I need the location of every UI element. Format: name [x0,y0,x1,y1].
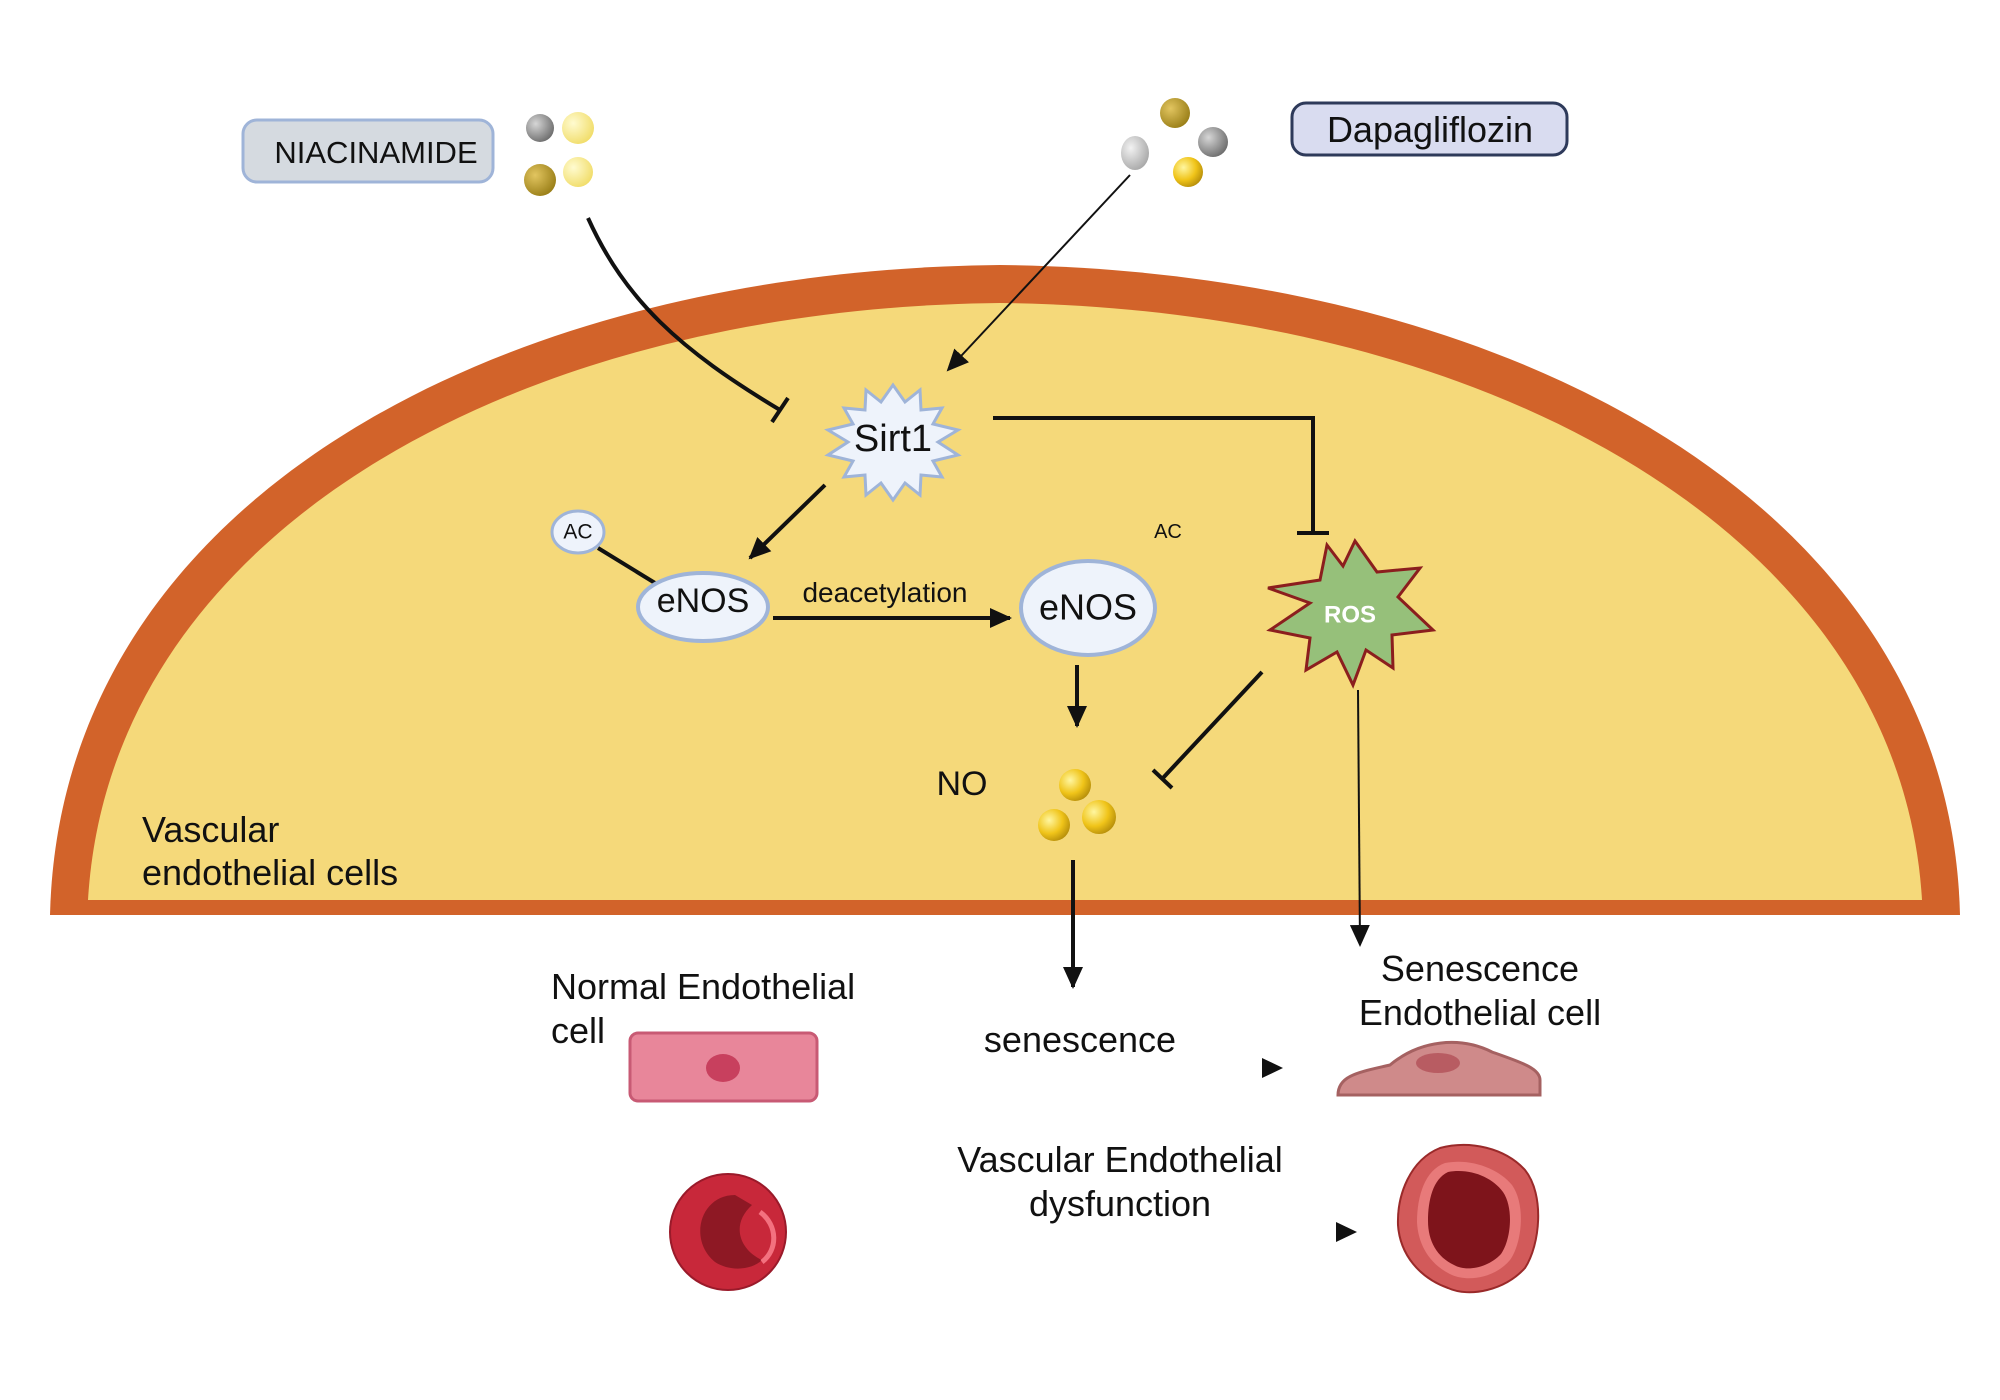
enos-deacetylated: eNOS [1019,559,1157,657]
ac-free-label: AC [1154,521,1182,543]
dapagliflozin-arrow [946,174,1131,372]
dysfunction-arrowhead [1336,1222,1357,1242]
dapagliflozin-box: Dapagliflozin [1290,101,1569,157]
normal-endothelial-cell-icon [628,1031,819,1103]
sirt1-ros-inhibition-line [993,416,1315,533]
sirt1-starburst-shape [824,382,962,503]
niacinamide-molecules [524,112,594,196]
senescence-label: senescence [984,1019,1176,1060]
ac-bond-line [596,546,657,585]
sirt1-node: Sirt1 [824,382,962,503]
cell-region-label-line1: Vascular [142,809,279,850]
ros-no-inhibition-bar [1151,768,1174,790]
enos-right-label: eNOS [1039,587,1137,628]
ac-bound-label: AC [563,521,592,544]
cell-region-label-line2: endothelial cells [142,852,398,893]
normal-cell-label-line1: Normal Endothelial [551,966,855,1007]
ros-label: ROS [1324,601,1376,628]
no-label: NO [937,765,988,803]
dysfunction-label-line1: Vascular Endothelial [957,1139,1283,1180]
niacinamide-label: NIACINAMIDE [274,135,477,170]
dysfunction-label-line2: dysfunction [1029,1183,1211,1224]
niacinamide-box: NIACINAMIDE [241,118,495,184]
senescence-cell-label-line1: Senescence [1381,948,1579,989]
enos-left-label: eNOS [657,582,750,620]
ros-starburst-shape [1266,538,1437,689]
senescence-arrowhead [1262,1058,1283,1078]
healthy-red-blood-cell-icon [669,1173,787,1291]
niacinamide-inhibition-line [586,217,782,412]
no-molecules [1038,769,1116,841]
deacetylation-label: deacetylation [802,577,967,608]
ac-bubble: AC [550,509,606,555]
niacinamide-inhibition-bar [770,396,790,424]
cell-cytoplasm [88,303,1922,900]
sirt1-to-enos-arrow [748,483,827,560]
sirt1-label: Sirt1 [854,418,932,460]
ros-no-inhibition-line [1160,670,1264,781]
dysfunctional-vessel-icon [1396,1144,1540,1294]
senescent-endothelial-cell-icon [1336,1041,1542,1097]
dapagliflozin-molecules [1121,98,1228,187]
senescence-cell-label-line2: Endothelial cell [1359,992,1601,1033]
normal-cell-label-line2: cell [551,1010,605,1051]
dapagliflozin-label: Dapagliflozin [1327,109,1533,150]
enos-acetylated: eNOS [636,571,770,643]
ros-to-senescence-arrow [1349,689,1370,947]
ros-node: ROS [1266,538,1437,689]
